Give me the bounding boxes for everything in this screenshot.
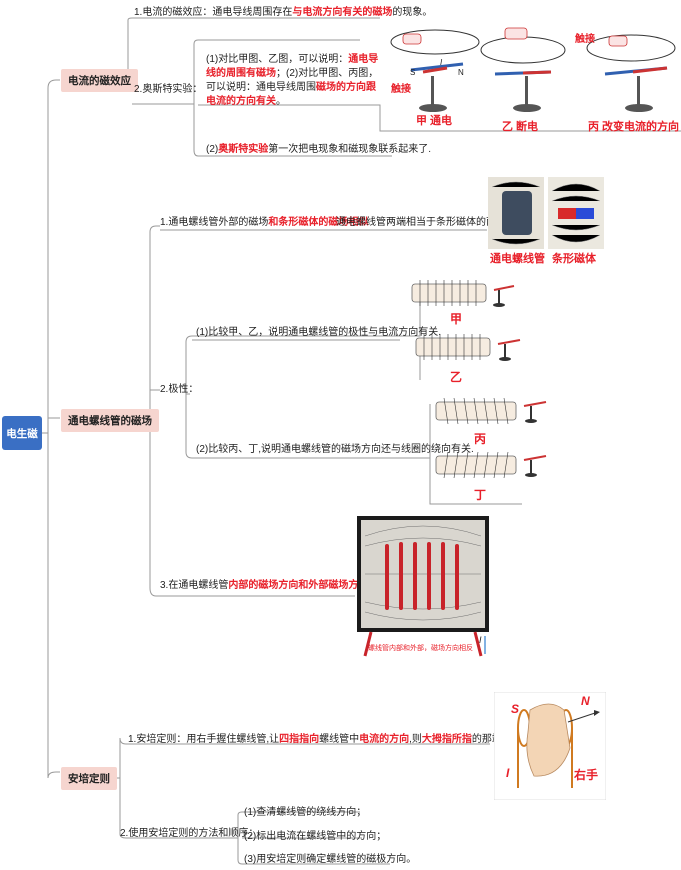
label-fig-bing: 丙 改变电流的方向	[588, 121, 680, 133]
highlight: 磁场的方向跟电流的方向有关	[206, 82, 376, 107]
text: 3.在通电螺线管	[160, 580, 229, 591]
text: 螺线管中	[319, 734, 360, 745]
solenoid-bing-ding-figure	[435, 397, 547, 479]
text: (2)	[206, 144, 219, 155]
highlight: 四指指向	[279, 734, 320, 745]
right-hand-rule-figure	[494, 692, 606, 800]
node-solenoid-poles: 通电螺线管两端相当于条形磁体的两极	[336, 217, 506, 228]
label-bar-magnet: 条形磁体	[552, 253, 596, 265]
text: 的现象。	[392, 7, 433, 18]
label-sol-yi: 乙	[450, 370, 463, 384]
highlight: 大拇指所指	[421, 734, 472, 745]
text: 1.通电螺线管外部的磁场	[160, 217, 269, 228]
text: 1.安培定则：用右手握住螺线管,让	[128, 734, 280, 745]
label-fig-yi: 乙 断电	[502, 121, 539, 133]
label-hand-s: S	[511, 702, 520, 716]
node-oersted-comparison: (1)对比甲图、乙图，可以说明：通电导线的周围有磁场；(2)对比甲图、丙图，可以…	[206, 53, 382, 109]
highlight: 内部的磁场方向和外部磁场方向相反	[228, 580, 389, 591]
label-sol-jia: 甲	[450, 312, 463, 326]
label-right-hand: 右手	[574, 768, 599, 782]
label-current: I	[440, 58, 443, 67]
node-ampere-usage: 2.使用安培定则的方法和顺序：	[120, 828, 259, 839]
label-sol-ding: 丁	[474, 488, 487, 502]
solenoid-jia-yi-figure	[411, 280, 521, 361]
node-usage-step-3: (3)用安培定则确定螺线管的磁极方向。	[244, 854, 417, 865]
oersted-experiment-figure	[390, 27, 676, 112]
text: ,则	[409, 734, 422, 745]
root-node: 电生磁	[2, 416, 42, 450]
label-fig-jia: 甲 通电	[416, 115, 453, 127]
label-sol-bing: 丙	[474, 432, 487, 446]
label-hand-i: I	[506, 766, 510, 780]
text: ；(2)对比甲图、丙图，可以说明：通电导线周围	[206, 68, 379, 93]
label-n-pole: N	[458, 68, 464, 77]
highlight: 奥斯特实验	[218, 144, 269, 155]
node-oersted-experiment: 2.奥斯特实验：	[134, 84, 203, 95]
label-s-pole: S	[410, 68, 416, 77]
caption-opposite-field: 螺线管内部和外部，磁场方向相反	[368, 645, 473, 652]
category-solenoid-field: 通电螺线管的磁场	[61, 409, 159, 432]
text: 。	[276, 96, 286, 107]
node-solenoid-external-field: 1.通电螺线管外部的磁场和条形磁体的磁场相似	[160, 216, 368, 229]
node-usage-step-1: (1)查清螺线管的绕线方向；	[244, 807, 367, 818]
text: 1.电流的磁效应：通电导线周围存在	[134, 7, 293, 18]
label-touch-1: 触接	[391, 84, 411, 95]
node-magnetic-effect-definition: 1.电流的磁效应：通电导线周围存在与电流方向有关的磁场的现象。	[134, 6, 432, 19]
category-magnetic-effect: 电流的磁效应	[61, 69, 138, 92]
solenoid-magnet-photo	[488, 177, 604, 249]
highlight: 电流的方向	[359, 734, 410, 745]
category-ampere-rule: 安培定则	[61, 767, 117, 790]
text: 第一次把电现象和磁现象联系起来了.	[268, 144, 432, 155]
highlight: 通电导线的周围有磁场	[206, 54, 379, 79]
node-polarity: 2.极性：	[160, 384, 199, 395]
highlight: 和条形磁体的磁场相似	[268, 217, 369, 228]
label-current-i: I	[479, 635, 482, 645]
highlight: 与电流方向有关的磁场	[292, 7, 393, 18]
label-touch-2: 触接	[575, 34, 595, 45]
label-hand-n: N	[581, 694, 590, 708]
node-polarity-current: (1)比较甲、乙，说明通电螺线管的极性与电流方向有关.	[196, 327, 441, 338]
node-usage-step-2: (2)标出电流在螺线管中的方向；	[244, 831, 387, 842]
node-polarity-winding: (2)比较丙、丁,说明通电螺线管的磁场方向还与线圈的绕向有关.	[196, 444, 474, 455]
text: (1)对比甲图、乙图，可以说明：	[206, 54, 349, 65]
label-solenoid: 通电螺线管	[490, 253, 545, 265]
iron-filings-solenoid-photo	[357, 516, 489, 657]
node-oersted-significance: (2)奥斯特实验第一次把电现象和磁现象联系起来了.	[206, 143, 431, 156]
